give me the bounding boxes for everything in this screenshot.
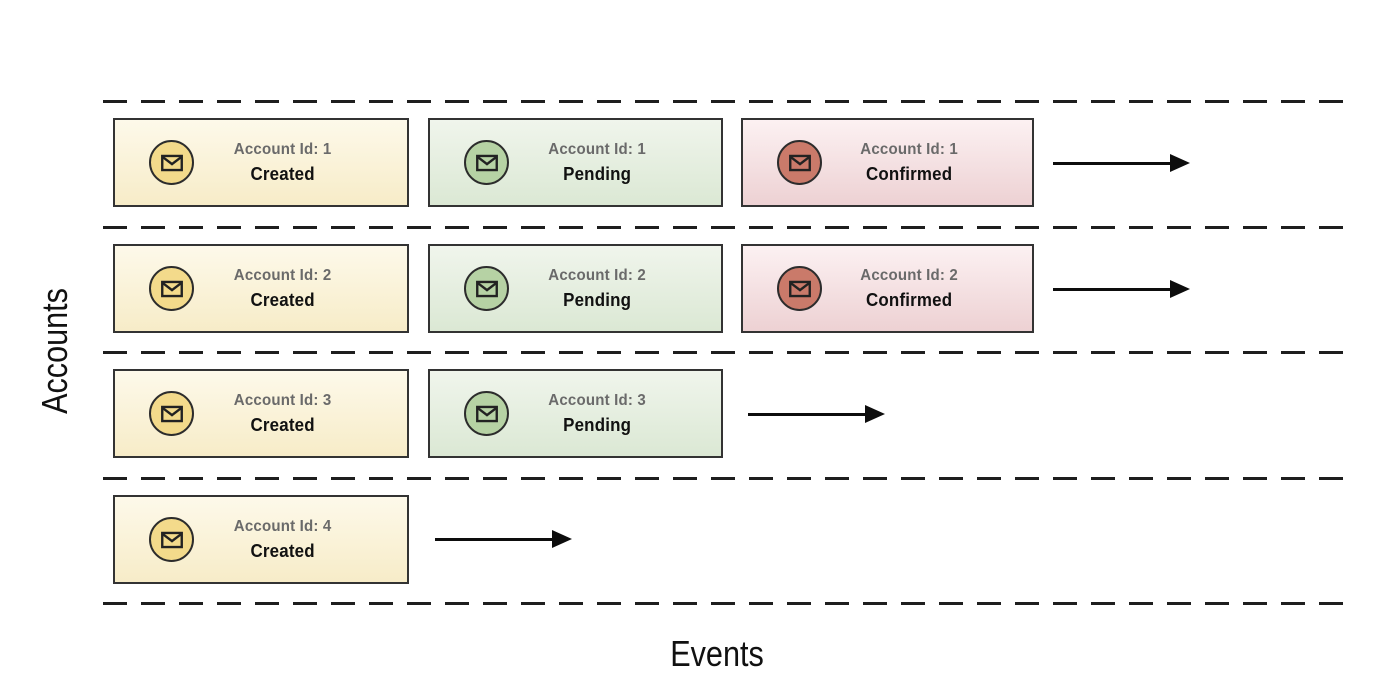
event-card-confirmed: Account Id: 2 Confirmed [741,244,1034,333]
envelope-icon [149,266,194,311]
event-card-created: Account Id: 2 Created [113,244,409,333]
lane-divider [103,602,1357,605]
account-id-label: Account Id: 2 [233,266,332,284]
envelope-icon [464,391,509,436]
flow-arrow [1053,154,1190,172]
account-id-label: Account Id: 1 [860,140,958,158]
event-card-pending: Account Id: 1 Pending [428,118,723,207]
event-card-confirmed: Account Id: 1 Confirmed [741,118,1034,207]
account-id-label: Account Id: 3 [548,391,646,409]
account-id-label: Account Id: 3 [233,391,332,409]
event-status-label: Pending [563,163,632,184]
event-card-pending: Account Id: 3 Pending [428,369,723,458]
account-id-label: Account Id: 2 [860,266,958,284]
flow-arrow [435,530,572,548]
event-status-label: Created [250,540,315,561]
lane-divider [103,351,1357,354]
envelope-icon [464,140,509,185]
lane-divider [103,477,1357,480]
flow-arrow [748,405,885,423]
envelope-icon [464,266,509,311]
event-card-created: Account Id: 4 Created [113,495,409,584]
envelope-icon [149,391,194,436]
y-axis-label: Accounts [34,288,75,414]
account-id-label: Account Id: 1 [548,140,646,158]
envelope-icon [777,140,822,185]
event-card-created: Account Id: 1 Created [113,118,409,207]
account-id-label: Account Id: 4 [233,517,332,535]
envelope-icon [777,266,822,311]
account-id-label: Account Id: 2 [548,266,646,284]
lane-divider [103,226,1357,229]
event-card-created: Account Id: 3 Created [113,369,409,458]
event-status-label: Confirmed [865,289,953,310]
flow-arrow [1053,280,1190,298]
event-status-label: Created [250,289,315,310]
event-status-label: Pending [563,414,632,435]
event-status-label: Created [250,414,315,435]
event-status-label: Created [250,163,315,184]
x-axis-label: Events [670,633,764,674]
account-id-label: Account Id: 1 [233,140,332,158]
event-status-label: Confirmed [865,163,953,184]
event-card-pending: Account Id: 2 Pending [428,244,723,333]
envelope-icon [149,517,194,562]
envelope-icon [149,140,194,185]
event-status-label: Pending [563,289,632,310]
lane-divider [103,100,1357,103]
